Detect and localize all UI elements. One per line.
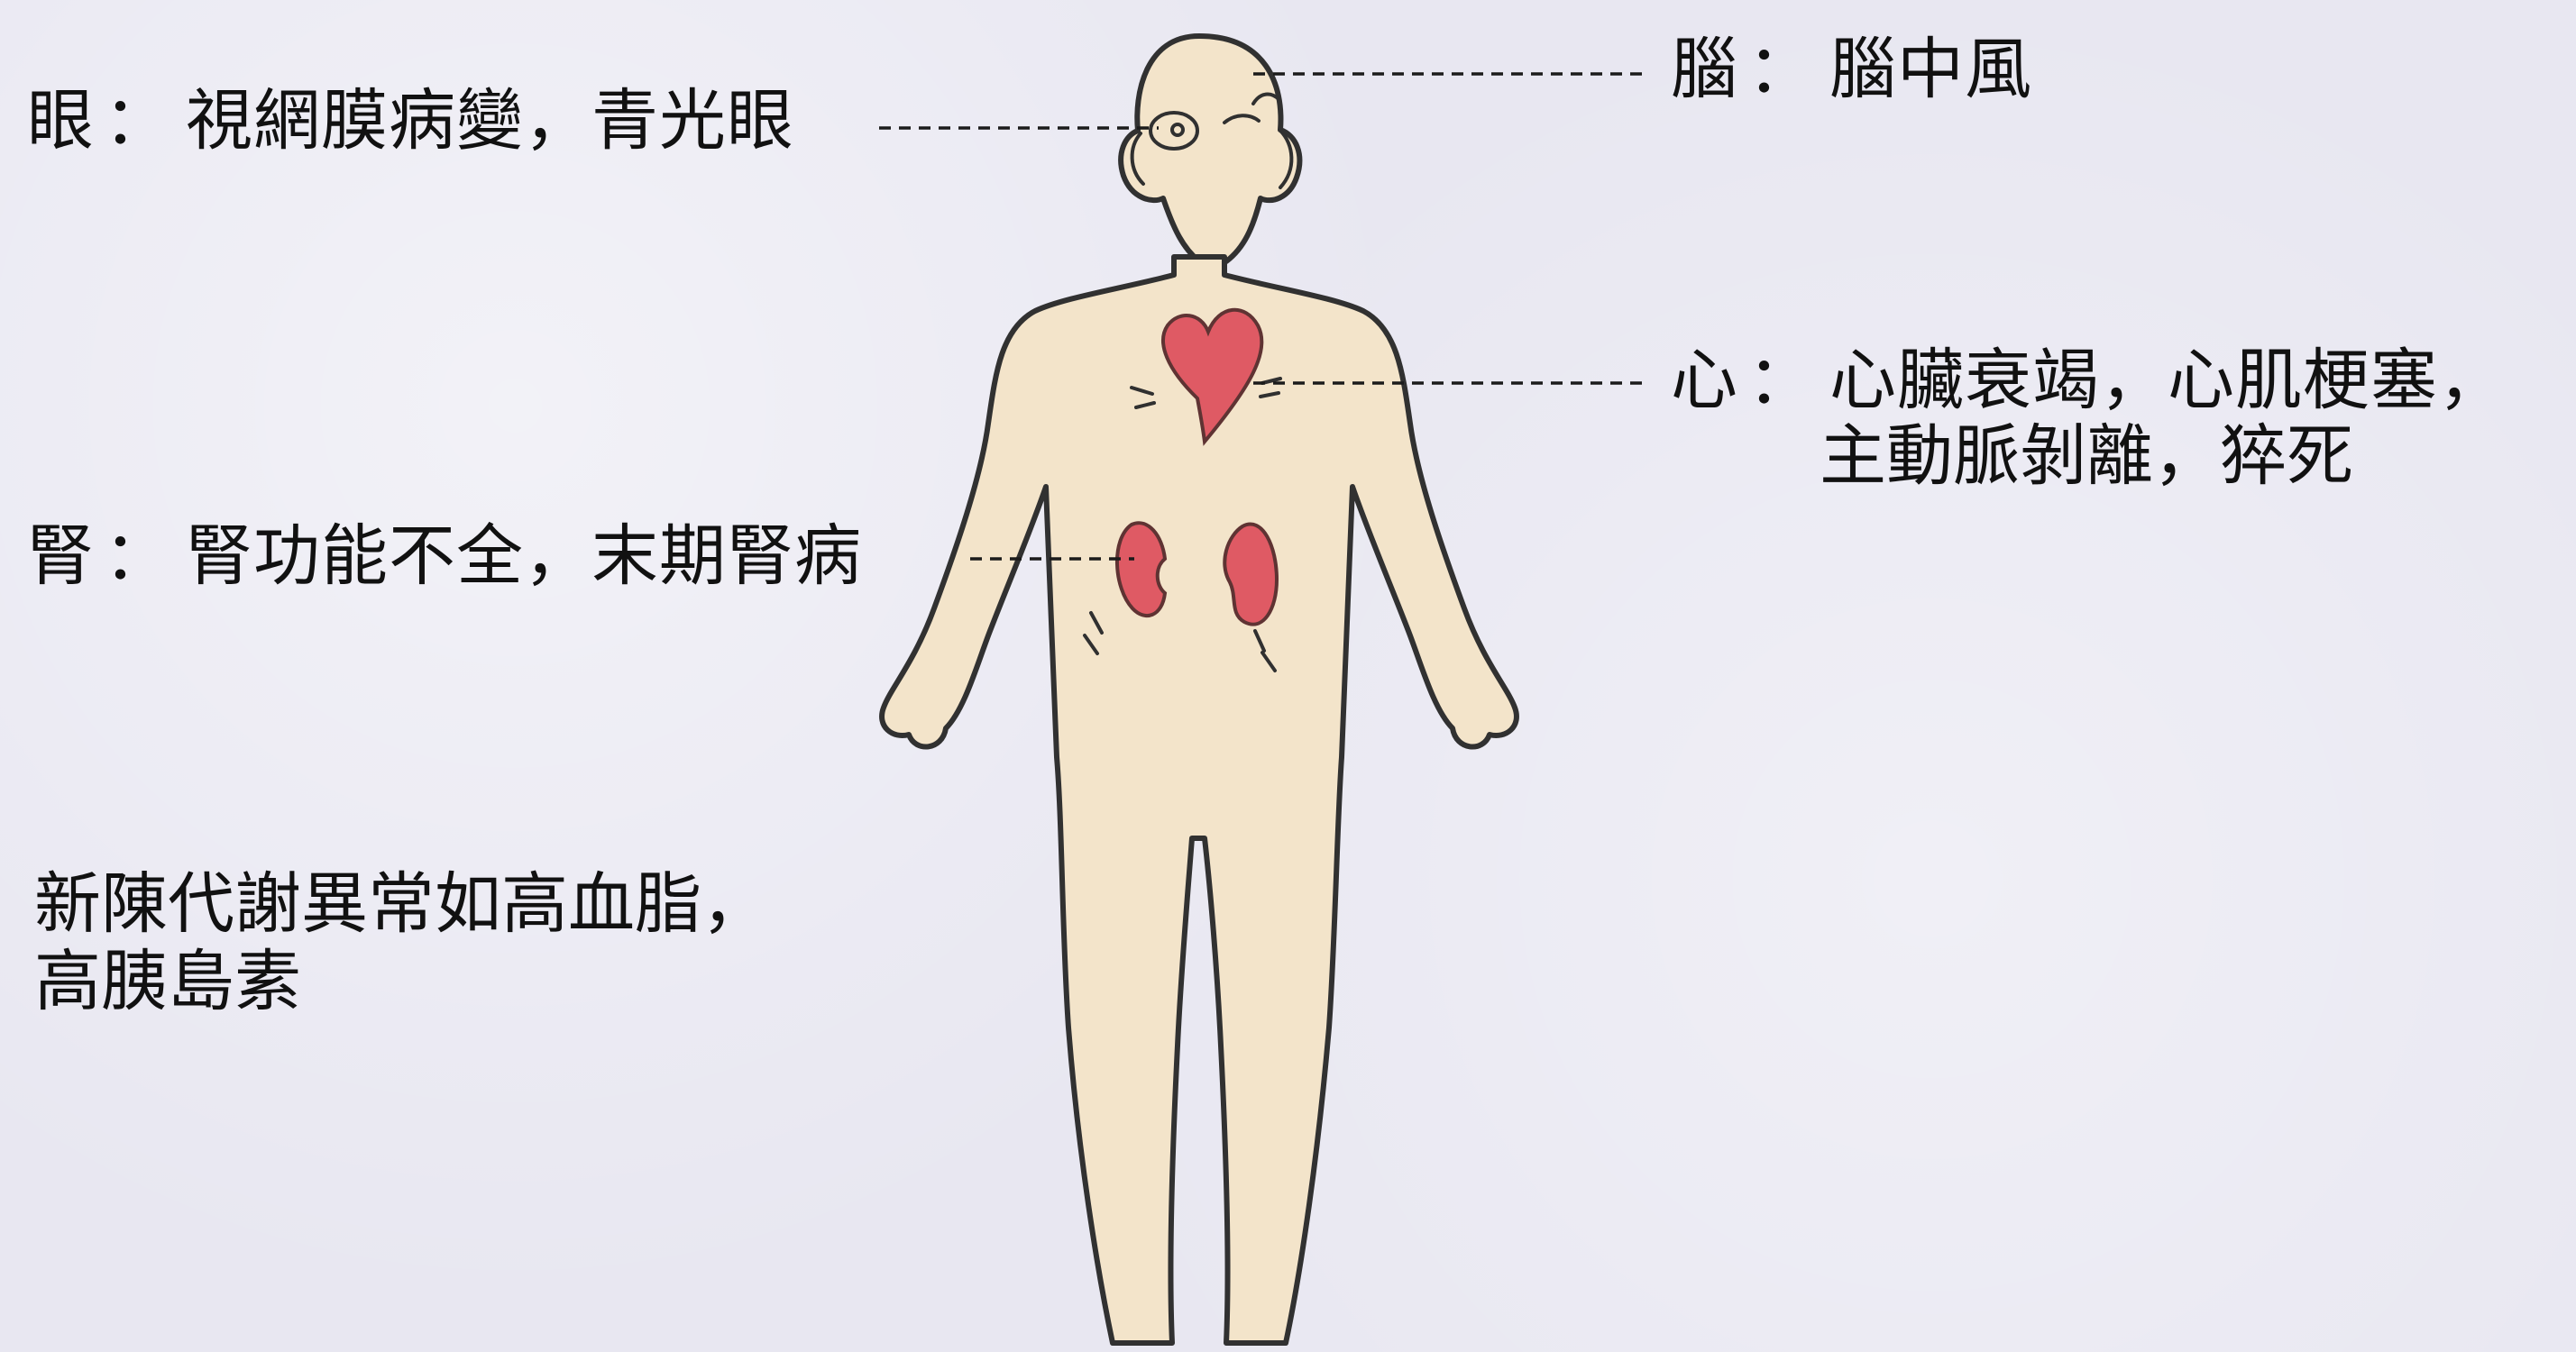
- brain-label-text: 腦中風: [1829, 31, 2032, 108]
- heart-label-text-line-2: 主動脈剝離，猝死: [1820, 418, 2506, 494]
- metabolic-note: 新陳代謝異常如高血脂， 高胰島素: [34, 865, 768, 1020]
- eye-label-text: 視網膜病變，青光眼: [186, 82, 794, 160]
- brain-label: 腦：腦中風: [1671, 32, 2032, 107]
- kidney-label-separator: ：: [104, 518, 171, 594]
- kidney-label-text: 腎功能不全，末期腎病: [186, 517, 862, 595]
- eye-label-separator: ：: [104, 83, 171, 159]
- heart-label: 心：心臟衰竭，心肌梗塞， 主動脈剝離，猝死: [1671, 343, 2506, 494]
- kidney-label-title: 腎: [27, 517, 95, 595]
- heart-label-line-1: 心：心臟衰竭，心肌梗塞，: [1671, 343, 2506, 418]
- metabolic-note-line-2: 高胰島素: [34, 943, 768, 1020]
- brain-label-separator: ：: [1747, 32, 1815, 107]
- neck-torso-outline: [882, 257, 1517, 1343]
- eye-label-title: 眼: [27, 82, 95, 160]
- metabolic-note-line-1: 新陳代謝異常如高血脂，: [34, 865, 768, 943]
- heart-label-separator: ：: [1747, 343, 1815, 418]
- human-body-outline: [1121, 36, 1299, 261]
- heart-label-text-line-1: 心臟衰竭，心肌梗塞，: [1829, 342, 2506, 419]
- heart-label-title: 心: [1671, 342, 1738, 419]
- eye-label: 眼：視網膜病變，青光眼: [27, 83, 794, 159]
- brain-label-title: 腦: [1671, 31, 1738, 108]
- kidney-label: 腎：腎功能不全，末期腎病: [27, 518, 862, 594]
